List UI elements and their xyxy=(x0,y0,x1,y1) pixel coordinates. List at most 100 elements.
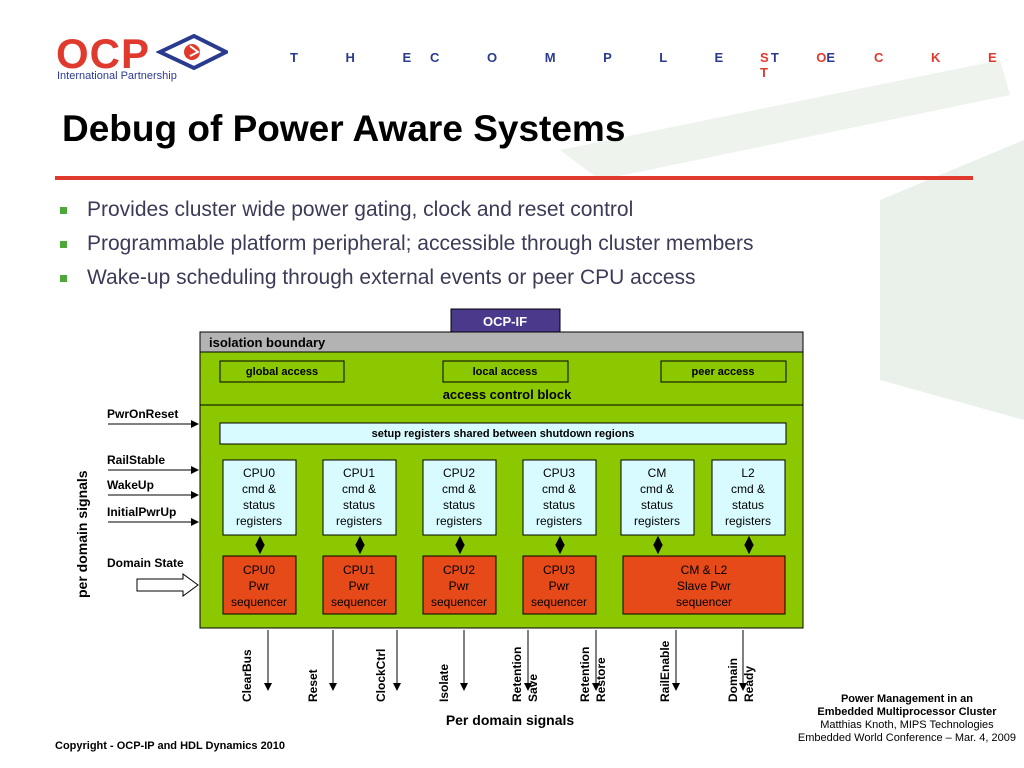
svg-text:sequencer: sequencer xyxy=(231,595,287,609)
svg-text:CPU0: CPU0 xyxy=(243,563,275,577)
svg-text:CPU3: CPU3 xyxy=(543,563,575,577)
svg-text:registers: registers xyxy=(436,514,482,528)
output-label: Save xyxy=(526,674,540,702)
bullet-marker-icon xyxy=(60,206,67,214)
ocp-logo-icon xyxy=(156,34,228,70)
register-box: L2 cmd & status registers xyxy=(711,459,786,536)
ocp-logo-subtitle: International Partnership xyxy=(57,70,177,82)
svg-text:CPU0: CPU0 xyxy=(243,466,275,480)
setup-registers-box xyxy=(219,422,787,445)
ocp-logo-text: OCP xyxy=(56,30,151,77)
svg-text:status: status xyxy=(543,498,575,512)
reference-author: Matthias Knoth, MIPS Technologies xyxy=(820,719,994,731)
svg-text:registers: registers xyxy=(536,514,582,528)
output-label: Reset xyxy=(306,669,320,702)
reference-title-line: Embedded Multiprocessor Cluster xyxy=(817,706,997,718)
svg-text:registers: registers xyxy=(634,514,680,528)
sequencer-box: CPU3 Pwr sequencer xyxy=(522,555,597,615)
input-label: InitialPwrUp xyxy=(107,505,176,519)
svg-text:cmd &: cmd & xyxy=(242,482,276,496)
input-label: RailStable xyxy=(107,453,165,467)
register-box: CPU2 cmd & status registers xyxy=(422,459,497,536)
bullet-marker-icon xyxy=(60,274,67,282)
output-label: ClearBus xyxy=(240,649,254,702)
bullet-list: Provides cluster wide power gating, cloc… xyxy=(60,193,753,295)
tagline-the: T H E xyxy=(290,50,434,65)
per-domain-signals-bottom-label: Per domain signals xyxy=(446,712,575,728)
bullet-item: Programmable platform peripheral; access… xyxy=(60,227,753,261)
svg-text:CPU3: CPU3 xyxy=(543,466,575,480)
page-title: Debug of Power Aware Systems xyxy=(62,108,626,149)
output-label: Restore xyxy=(594,657,608,702)
svg-text:CM & L2: CM & L2 xyxy=(681,563,728,577)
reference-title-line: Power Management in an xyxy=(840,693,973,705)
svg-text:Pwr: Pwr xyxy=(349,579,370,593)
svg-text:Slave Pwr: Slave Pwr xyxy=(677,579,731,593)
peer-access-label: peer access xyxy=(692,366,755,378)
svg-text:status: status xyxy=(343,498,375,512)
tagline-complete: C O M P L E T E xyxy=(430,50,858,65)
isolation-boundary-label: isolation boundary xyxy=(209,335,326,350)
output-label: ClockCtrl xyxy=(374,649,388,702)
local-access-box xyxy=(442,360,569,383)
svg-text:sequencer: sequencer xyxy=(676,595,732,609)
svg-text:status: status xyxy=(641,498,673,512)
setup-registers-label: setup registers shared between shutdown … xyxy=(372,428,635,440)
output-label: Retention xyxy=(578,647,592,702)
peer-access-box xyxy=(660,360,787,383)
output-label: Isolate xyxy=(437,664,451,702)
bullet-item: Wake-up scheduling through external even… xyxy=(60,261,753,295)
svg-text:Pwr: Pwr xyxy=(249,579,270,593)
svg-text:CM: CM xyxy=(648,466,667,480)
svg-text:CPU1: CPU1 xyxy=(343,563,375,577)
title-divider xyxy=(55,176,973,180)
domain-state-bus-arrow xyxy=(136,573,199,597)
svg-text:cmd &: cmd & xyxy=(731,482,765,496)
svg-text:cmd &: cmd & xyxy=(342,482,376,496)
svg-text:Pwr: Pwr xyxy=(549,579,570,593)
register-box: CM cmd & status registers xyxy=(620,459,695,536)
output-label: Ready xyxy=(742,666,756,702)
sequencer-box: CM & L2 Slave Pwr sequencer xyxy=(622,555,786,615)
copyright-text: Copyright - OCP-IP and HDL Dynamics 2010 xyxy=(55,740,286,752)
ocp-if-label: OCP-IF xyxy=(483,314,527,329)
svg-text:CPU1: CPU1 xyxy=(343,466,375,480)
svg-text:registers: registers xyxy=(336,514,382,528)
input-label: WakeUp xyxy=(107,478,154,492)
register-box: CPU3 cmd & status registers xyxy=(522,459,597,536)
global-access-label: global access xyxy=(246,366,318,378)
svg-text:cmd &: cmd & xyxy=(542,482,576,496)
sequencer-box: CPU2 Pwr sequencer xyxy=(422,555,497,615)
bullet-text: Provides cluster wide power gating, cloc… xyxy=(87,198,634,221)
tagline-socket: S O C K E T xyxy=(760,50,1019,80)
sequencer-box: CPU0 Pwr sequencer xyxy=(222,555,297,615)
bullet-text: Programmable platform peripheral; access… xyxy=(87,232,754,255)
bullet-marker-icon xyxy=(60,240,67,248)
svg-text:CPU2: CPU2 xyxy=(443,466,475,480)
svg-text:cmd &: cmd & xyxy=(442,482,476,496)
global-access-box xyxy=(219,360,345,383)
isolation-boundary-bar xyxy=(199,331,804,353)
ocp-if-box xyxy=(450,308,561,334)
output-label: Retention xyxy=(510,647,524,702)
svg-text:sequencer: sequencer xyxy=(431,595,487,609)
register-box: CPU1 cmd & status registers xyxy=(322,459,397,536)
bullet-item: Provides cluster wide power gating, cloc… xyxy=(60,193,753,227)
input-label: Domain State xyxy=(107,556,184,570)
reference-event: Embedded World Conference – Mar. 4, 2009 xyxy=(797,732,1016,744)
svg-text:status: status xyxy=(443,498,475,512)
output-arrows xyxy=(264,630,747,691)
per-domain-signals-left-label: per domain signals xyxy=(74,470,90,598)
reference-block: Power Management in an Embedded Multipro… xyxy=(798,693,1016,745)
register-box: CPU0 cmd & status registers xyxy=(222,459,297,536)
svg-text:sequencer: sequencer xyxy=(531,595,587,609)
output-label: RailEnable xyxy=(658,640,672,702)
svg-text:CPU2: CPU2 xyxy=(443,563,475,577)
svg-text:L2: L2 xyxy=(741,466,755,480)
svg-text:status: status xyxy=(732,498,764,512)
svg-text:Pwr: Pwr xyxy=(449,579,470,593)
register-sequencer-connectors xyxy=(255,535,754,555)
access-control-block-label: access control block xyxy=(443,387,572,402)
